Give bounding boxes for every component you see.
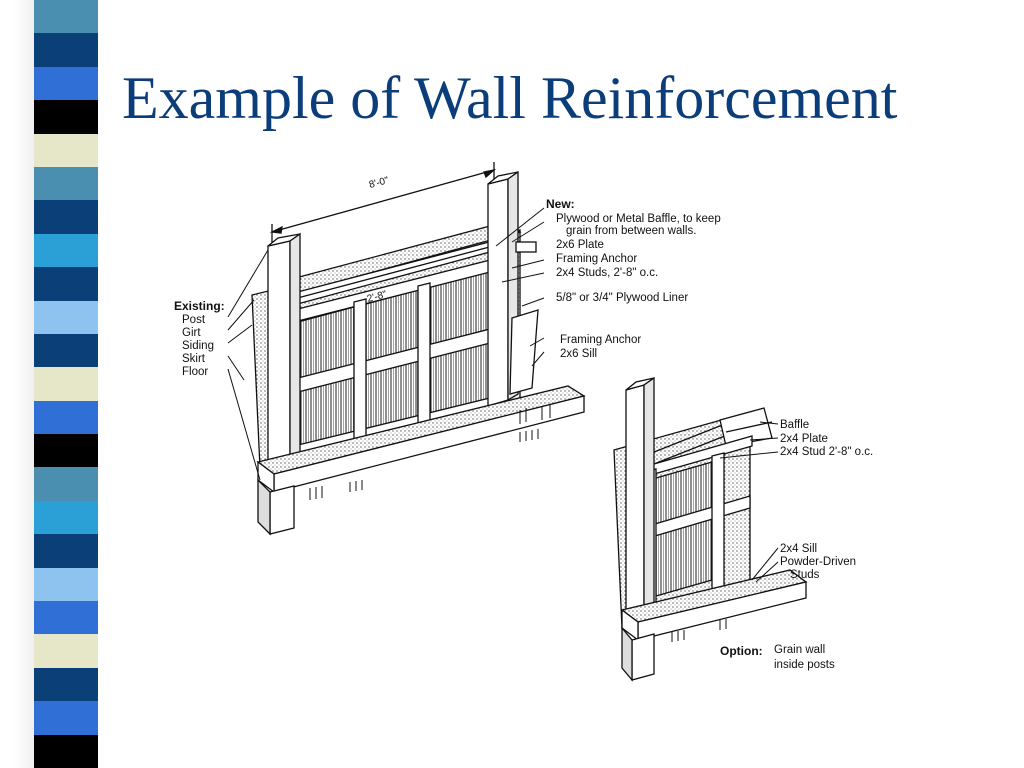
stripe-block (34, 300, 98, 335)
option-label-plate: 2x4 Plate (780, 433, 828, 445)
new-heading: New: (546, 197, 575, 211)
option-wall-drawing (613, 376, 808, 682)
new-label-plate: 2x6 Plate (556, 239, 604, 251)
stripe-block (34, 701, 98, 736)
new-label-framing-anchor: Framing Anchor (556, 253, 637, 265)
existing-label-girt: Girt (182, 327, 201, 339)
stripe-block (34, 434, 98, 468)
stripe-block (34, 400, 98, 435)
main-wall-leaders (227, 207, 545, 481)
option-label-stud: 2x4 Stud 2'-8" o.c. (780, 446, 873, 458)
slide-title: Example of Wall Reinforcement (122, 65, 898, 131)
option-label-sill: 2x4 Sill (780, 543, 817, 555)
stripe-block (34, 33, 98, 68)
stripe-block (34, 166, 98, 201)
stripe-block (34, 367, 98, 402)
stripe-block (34, 734, 98, 768)
stripe-block (34, 233, 98, 268)
stripe-block (34, 267, 98, 302)
existing-label-skirt: Skirt (182, 353, 206, 365)
option-label-baffle: Baffle (780, 419, 809, 431)
new-label-framing-anchor-2: Framing Anchor (560, 334, 641, 346)
stripe-block (34, 133, 98, 168)
existing-heading: Existing: (174, 299, 225, 313)
main-wall-drawing (251, 162, 586, 536)
existing-label-siding: Siding (182, 340, 214, 352)
stripe-shadow (0, 0, 34, 768)
option-note-line-1: Grain wall (774, 644, 825, 656)
new-label-baffle: Plywood or Metal Baffle, to keep (556, 213, 721, 225)
dimension-inner-label: 2'-8" (366, 289, 389, 305)
stripe-block (34, 467, 98, 502)
new-label-studs: 2x4 Studs, 2'-8" o.c. (556, 267, 658, 279)
stripe-block (34, 601, 98, 635)
stripe-block (34, 66, 98, 101)
stripe-block (34, 500, 98, 535)
wall-reinforcement-diagram: 8'-0" 2'-8" New: Plywood or Metal Baffle… (174, 162, 873, 682)
stripe-block (34, 333, 98, 368)
new-label-baffle-cont: grain from between walls. (566, 225, 696, 237)
stripe-block (34, 100, 98, 135)
new-label-plywood-liner: 5/8" or 3/4" Plywood Liner (556, 292, 688, 304)
decorative-stripe-bar (34, 0, 98, 768)
existing-label-floor: Floor (182, 366, 208, 378)
option-note-line-2: inside posts (774, 659, 835, 671)
option-label-powder-driven: Powder-Driven (780, 556, 856, 568)
new-label-sill: 2x6 Sill (560, 348, 597, 360)
existing-label-post: Post (182, 314, 206, 326)
dimension-top-label: 8'-0" (368, 175, 391, 191)
stripe-block (34, 200, 98, 235)
stripe-block (34, 667, 98, 702)
option-wall-leaders (719, 421, 779, 583)
option-heading: Option: (720, 644, 763, 658)
option-label-studs: Studs (790, 569, 820, 581)
stripe-block (34, 634, 98, 669)
stripe-block (34, 567, 98, 602)
stripe-block (34, 534, 98, 569)
stripe-block (34, 0, 98, 34)
diagram-labels: 8'-0" 2'-8" New: Plywood or Metal Baffle… (174, 175, 873, 671)
